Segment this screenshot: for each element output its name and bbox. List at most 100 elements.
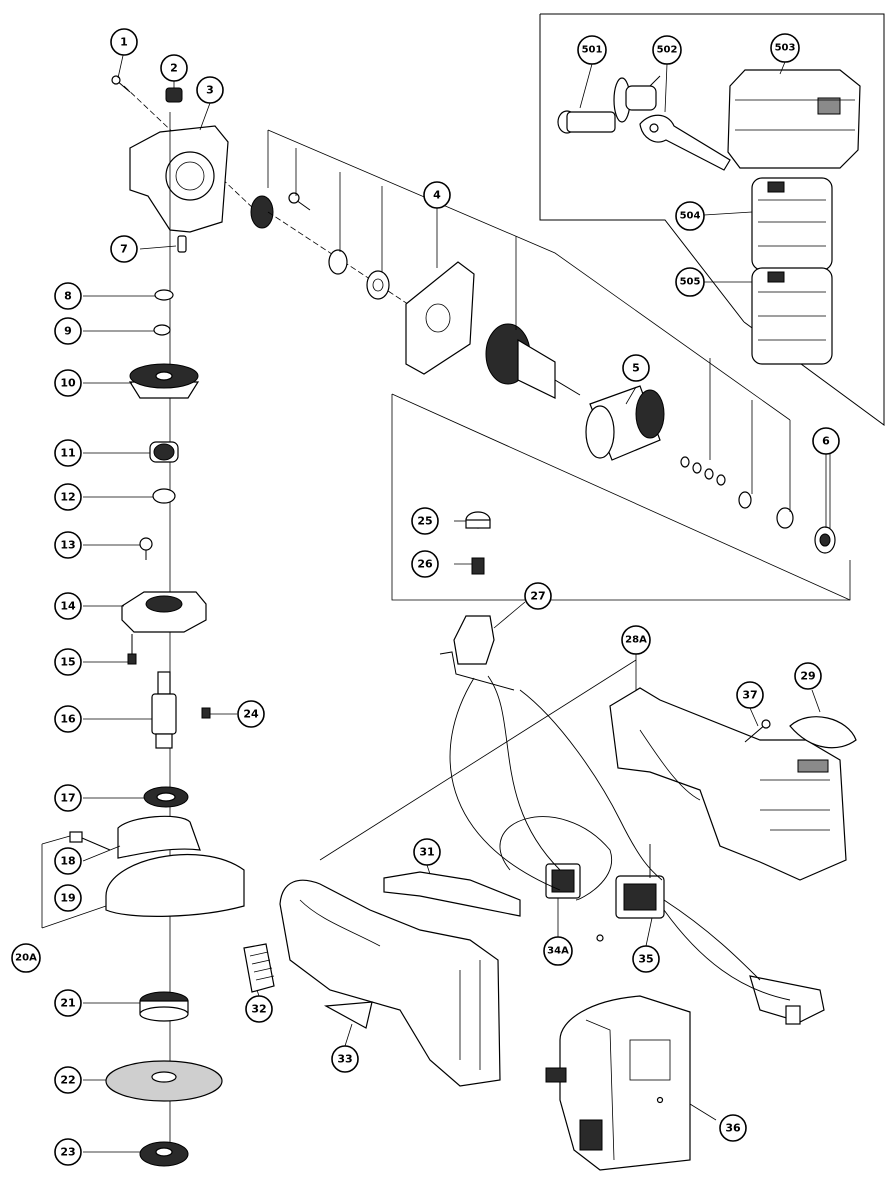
callout-505: 505 bbox=[675, 267, 705, 297]
brush-cap-25 bbox=[465, 511, 491, 529]
callout-504: 504 bbox=[675, 201, 705, 231]
svg-text:4: 4 bbox=[433, 189, 441, 202]
brush-holder-27 bbox=[439, 615, 515, 691]
svg-text:21: 21 bbox=[60, 997, 75, 1010]
callout-1: 1 bbox=[110, 28, 138, 56]
washer-9 bbox=[153, 324, 171, 336]
callout-35: 35 bbox=[632, 945, 660, 973]
retaining-ring-8 bbox=[154, 289, 174, 301]
svg-text:36: 36 bbox=[725, 1122, 741, 1135]
screw-1 bbox=[111, 75, 131, 93]
callout-12: 12 bbox=[54, 483, 82, 511]
callout-21: 21 bbox=[54, 989, 82, 1017]
pinion-gear bbox=[250, 195, 274, 229]
svg-text:15: 15 bbox=[60, 656, 75, 669]
ball-bearing bbox=[366, 270, 390, 300]
callout-24: 24 bbox=[237, 700, 265, 728]
label-33 bbox=[323, 1001, 373, 1029]
svg-text:17: 17 bbox=[60, 792, 75, 805]
carrying-case-504 bbox=[751, 177, 833, 271]
callout-31: 31 bbox=[413, 838, 441, 866]
svg-text:504: 504 bbox=[680, 211, 701, 222]
terminal-block bbox=[749, 975, 825, 1025]
callout-5: 5 bbox=[622, 354, 650, 382]
svg-text:8: 8 bbox=[64, 290, 72, 303]
battery-36 bbox=[545, 995, 691, 1171]
svg-text:3: 3 bbox=[206, 84, 214, 97]
accessory-box bbox=[539, 13, 885, 426]
battery-charger-503 bbox=[727, 69, 861, 169]
svg-text:12: 12 bbox=[60, 491, 75, 504]
screw-15 bbox=[127, 634, 137, 665]
controller-35 bbox=[596, 875, 665, 942]
svg-text:2: 2 bbox=[170, 62, 178, 75]
svg-text:33: 33 bbox=[337, 1053, 352, 1066]
callout-3: 3 bbox=[196, 76, 224, 104]
wheel-washer-21 bbox=[139, 991, 189, 1022]
svg-text:505: 505 bbox=[680, 277, 701, 288]
inner-cover-4 bbox=[405, 261, 475, 375]
gear-cover-3 bbox=[129, 125, 229, 233]
bolt-7 bbox=[177, 235, 187, 253]
callout-23: 23 bbox=[54, 1138, 82, 1166]
svg-text:31: 31 bbox=[419, 846, 434, 859]
svg-text:10: 10 bbox=[60, 377, 76, 390]
depressed-center-wheel-22 bbox=[105, 1060, 223, 1102]
nameplate-29 bbox=[789, 716, 857, 749]
switch-lever-31 bbox=[383, 871, 521, 917]
svg-text:34A: 34A bbox=[547, 946, 569, 957]
callout-4: 4 bbox=[423, 181, 451, 209]
svg-text:6: 6 bbox=[822, 435, 830, 448]
svg-text:11: 11 bbox=[60, 447, 75, 460]
callout-34a: 34A bbox=[543, 936, 573, 966]
lock-button-2 bbox=[165, 87, 183, 103]
svg-text:501: 501 bbox=[582, 45, 603, 56]
callout-7: 7 bbox=[110, 235, 138, 263]
callout-33: 33 bbox=[331, 1045, 359, 1073]
callout-503: 503 bbox=[770, 33, 800, 63]
callout-16: 16 bbox=[54, 705, 82, 733]
svg-text:9: 9 bbox=[64, 325, 72, 338]
screw-small bbox=[288, 192, 311, 211]
svg-text:29: 29 bbox=[800, 670, 815, 683]
wheel-nut-23 bbox=[139, 1141, 189, 1167]
callout-36: 36 bbox=[719, 1114, 747, 1142]
svg-text:32: 32 bbox=[251, 1003, 266, 1016]
carbon-brush-26 bbox=[471, 557, 485, 575]
callout-29: 29 bbox=[794, 662, 822, 690]
washers bbox=[680, 456, 794, 529]
callout-9: 9 bbox=[54, 317, 82, 345]
callout-15: 15 bbox=[54, 648, 82, 676]
svg-text:18: 18 bbox=[60, 855, 75, 868]
svg-text:24: 24 bbox=[243, 708, 259, 721]
callout-22: 22 bbox=[54, 1066, 82, 1094]
screw-13 bbox=[139, 537, 153, 560]
svg-text:19: 19 bbox=[60, 892, 75, 905]
screw-37 bbox=[744, 719, 771, 743]
callout-14: 14 bbox=[54, 592, 82, 620]
spindle-16 bbox=[151, 671, 177, 749]
callout-13: 13 bbox=[54, 531, 82, 559]
svg-text:25: 25 bbox=[417, 515, 432, 528]
retaining-ring bbox=[328, 249, 348, 275]
callout-8: 8 bbox=[54, 282, 82, 310]
callout-501: 501 bbox=[577, 35, 607, 65]
ring-17 bbox=[143, 786, 189, 808]
svg-text:22: 22 bbox=[60, 1074, 75, 1087]
svg-text:16: 16 bbox=[60, 713, 76, 726]
callout-19: 19 bbox=[54, 884, 82, 912]
svg-text:13: 13 bbox=[60, 539, 75, 552]
callout-2: 2 bbox=[160, 54, 188, 82]
packing-gland-14 bbox=[121, 591, 207, 633]
callout-27: 27 bbox=[524, 582, 552, 610]
svg-text:28A: 28A bbox=[625, 635, 647, 646]
carrying-case-505 bbox=[751, 267, 833, 365]
callout-11: 11 bbox=[54, 439, 82, 467]
armature bbox=[485, 323, 581, 399]
svg-text:26: 26 bbox=[417, 558, 433, 571]
bolt-18 bbox=[69, 831, 111, 851]
callout-18: 18 bbox=[54, 847, 82, 875]
lever-32 bbox=[243, 943, 275, 993]
callout-37: 37 bbox=[736, 681, 764, 709]
